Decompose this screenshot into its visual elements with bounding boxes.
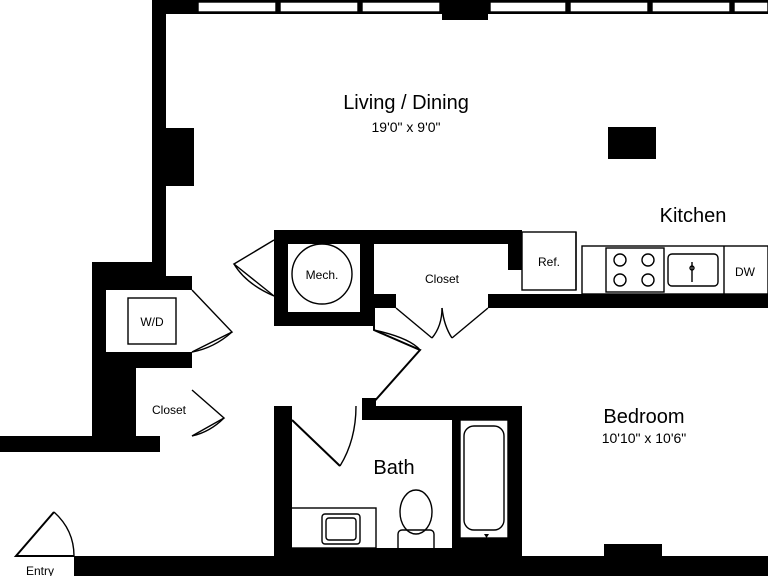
room-labels: Living / Dining 19'0" x 9'0" Kitchen Bed…: [26, 92, 756, 576]
bathtub-icon: [459, 419, 509, 539]
living-room-dims: 19'0" x 9'0": [372, 119, 441, 135]
bedroom-label: Bedroom: [603, 406, 684, 428]
doors: [13, 239, 489, 557]
bedroom-dims: 10'10" x 10'6": [602, 430, 687, 446]
kitchen-counter: [581, 245, 768, 295]
vanity-counter: [283, 507, 377, 549]
windows: [197, 0, 768, 20]
bath-sink-icon: [321, 513, 361, 545]
structural-column: [608, 127, 656, 159]
range-icon: [605, 247, 665, 293]
fixtures: [127, 231, 768, 553]
mech-unit-icon: [291, 243, 353, 305]
washer-dryer-icon: [127, 297, 177, 345]
bath-label: Bath: [373, 457, 414, 479]
toilet-icon: [397, 489, 435, 553]
kitchen-sink-icon: [667, 253, 719, 287]
refrigerator-label: Ref.: [538, 255, 560, 269]
dishwasher-label: DW: [735, 265, 756, 279]
mech-label: Mech.: [306, 268, 339, 282]
kitchen-label: Kitchen: [660, 205, 727, 227]
center-closet-label: Closet: [425, 272, 460, 286]
left-closet-label: Closet: [152, 403, 187, 417]
living-room-label: Living / Dining: [343, 92, 469, 114]
entry-label: Entry: [26, 564, 54, 576]
washer-dryer-label: W/D: [140, 315, 164, 329]
